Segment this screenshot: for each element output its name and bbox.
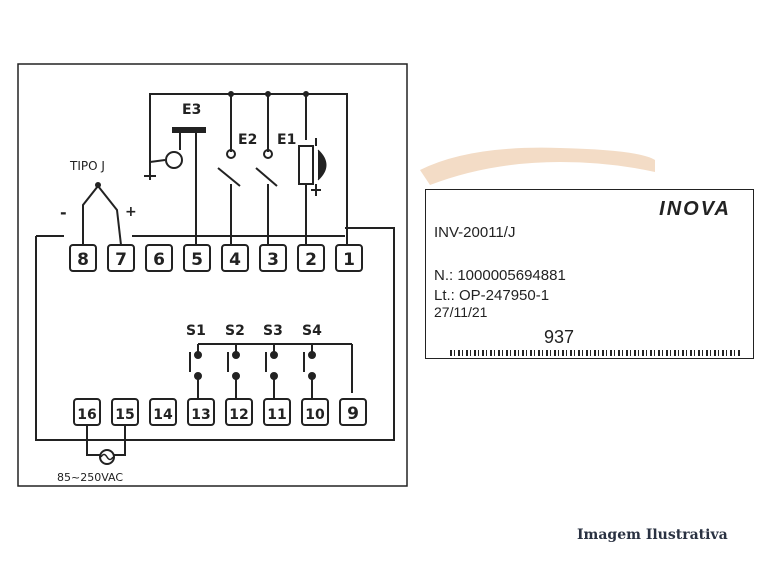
terminal-number: 9 (347, 404, 359, 424)
terminal-box (107, 244, 135, 272)
terminal-box (183, 244, 211, 272)
coil-symbol (298, 145, 314, 185)
terminal-box (221, 244, 249, 272)
power-wire-left (86, 422, 100, 456)
terminal-box (145, 244, 173, 272)
sensor-plus-label: + (125, 204, 137, 220)
controller-outline (35, 227, 395, 441)
relay-e1-switch (255, 167, 278, 187)
product-label-card: INOVA INV-20011/J N.: 1000005694881 Lt.:… (425, 189, 754, 359)
relay-label-e2: E2 (238, 132, 257, 148)
terminal-number: 6 (153, 250, 165, 270)
terminal-box (263, 398, 291, 426)
terminal-number: 8 (77, 250, 89, 270)
terminal-number: 3 (267, 250, 279, 270)
terminal-number: 14 (153, 407, 173, 423)
terminal-box (149, 398, 177, 426)
terminal-number: 12 (229, 407, 248, 423)
terminal-number: 15 (115, 407, 134, 423)
terminal-number: 5 (191, 250, 203, 270)
power-source-symbol (99, 449, 115, 465)
terminal-box (187, 398, 215, 426)
terminal-box (225, 398, 253, 426)
relay-label-e3: E3 (182, 102, 201, 118)
sensor-minus-label: - (60, 203, 67, 222)
power-voltage-label: 85~250VAC (57, 471, 123, 484)
switch-label-s3: S3 (263, 323, 283, 339)
switch-label-s2: S2 (225, 323, 245, 339)
terminal-box (259, 244, 287, 272)
terminal-number: 7 (115, 250, 127, 270)
switch-contacts (189, 344, 316, 400)
barcode (450, 350, 740, 356)
top-terminal-row: 8 7 6 5 4 3 2 1 (69, 244, 363, 272)
manufacture-date: 27/11/21 (434, 304, 488, 320)
switch-label-s1: S1 (186, 323, 206, 339)
sensor-type-label: TIPO J (69, 159, 105, 173)
image-caption: Imagem Ilustrativa (577, 527, 728, 543)
terminal-number: 11 (267, 407, 286, 423)
buzzer-e3-symbol (172, 127, 206, 133)
terminal-number: 1 (343, 250, 355, 270)
common-bus-wire (149, 93, 348, 245)
diagram-frame (17, 63, 408, 487)
bottom-terminal-row: 16 15 14 13 12 11 10 9 (73, 398, 367, 426)
relay-e2-switch (217, 167, 241, 187)
power-wire-right (113, 422, 126, 456)
brand-logo: INOVA (659, 198, 731, 220)
terminal-number: 10 (305, 407, 325, 423)
terminal-number: 13 (191, 407, 210, 423)
lot-number: Lt.: OP-247950-1 (434, 287, 550, 304)
terminal-box (73, 398, 101, 426)
terminal-box (301, 398, 329, 426)
terminal-box (111, 398, 139, 426)
terminal-box (69, 244, 97, 272)
serial-number: N.: 1000005694881 (434, 267, 566, 284)
terminal-box (339, 398, 367, 426)
thermocouple-wires (82, 184, 122, 246)
terminal-box (297, 244, 325, 272)
switch-label-s4: S4 (302, 323, 322, 339)
terminal-number: 4 (229, 250, 241, 270)
terminal-number: 2 (305, 250, 317, 270)
watermark-shape (420, 147, 655, 185)
product-code: 937 (544, 327, 575, 347)
terminal-box (335, 244, 363, 272)
model-number: INV-20011/J (434, 224, 516, 241)
terminal-number: 16 (77, 407, 96, 423)
relay-label-e1: E1 (277, 132, 296, 148)
